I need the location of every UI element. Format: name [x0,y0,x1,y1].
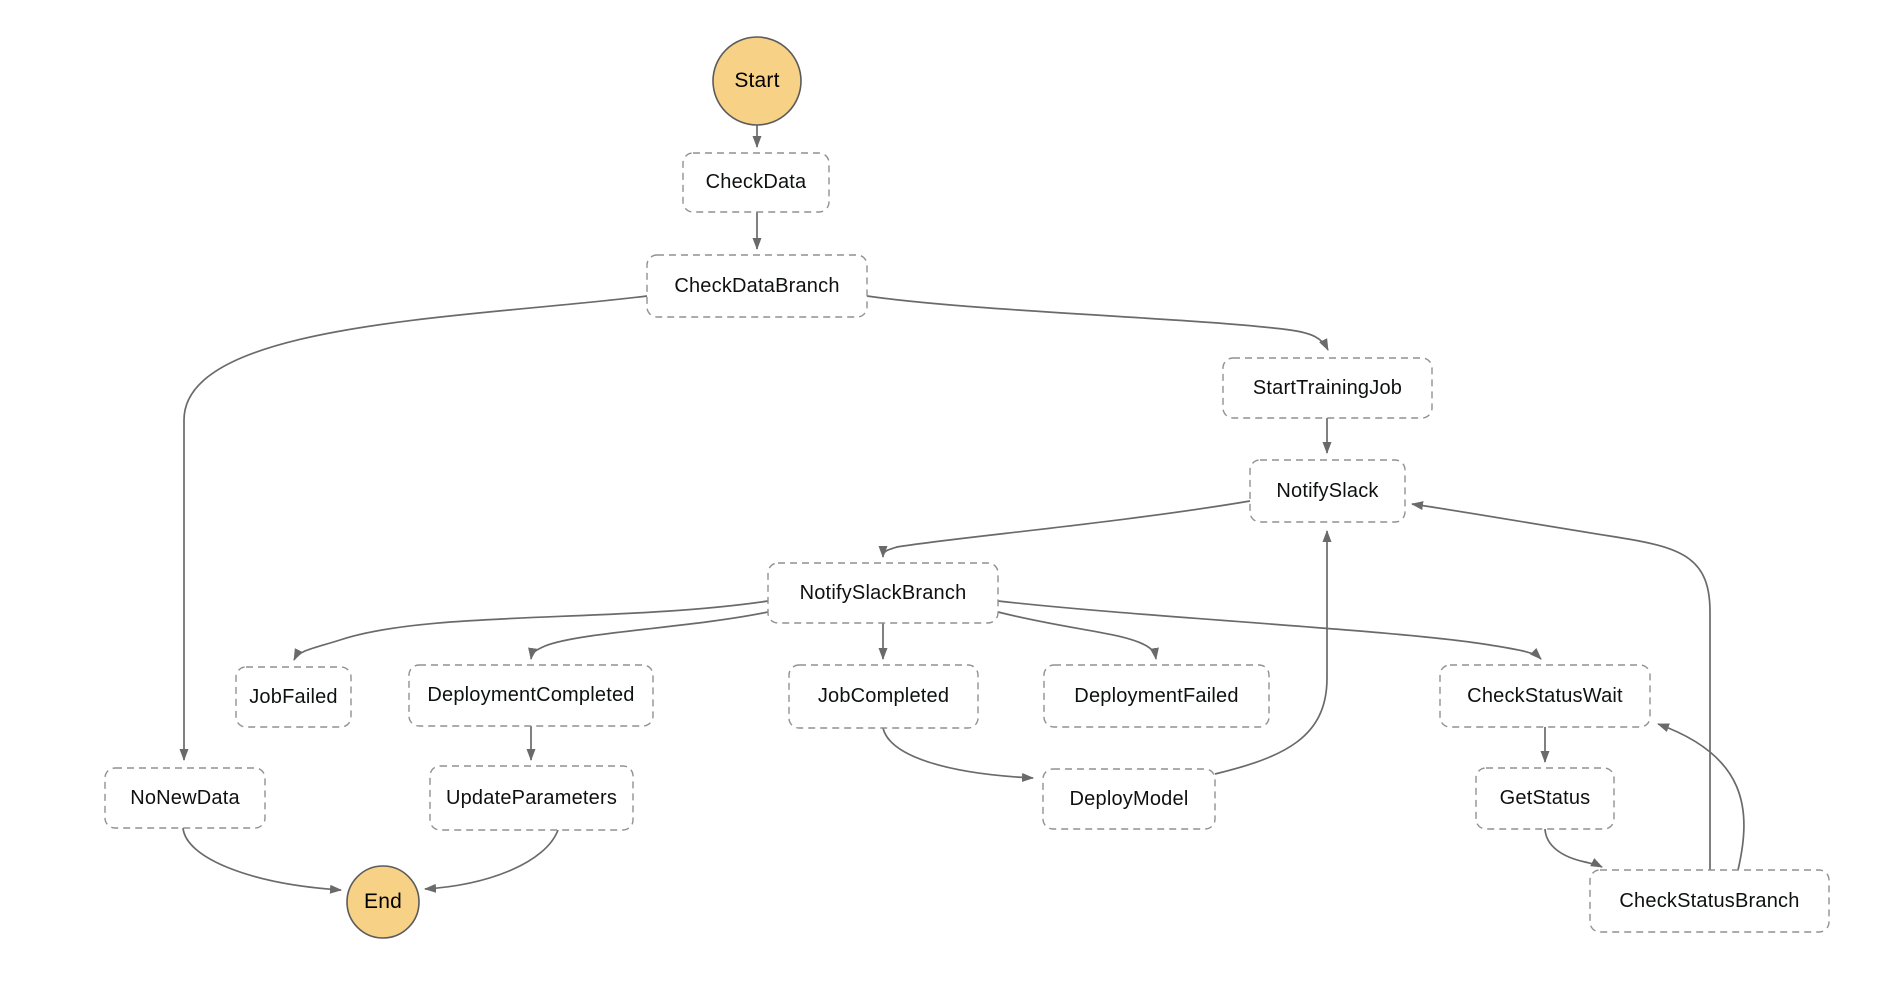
node-nonewdata[interactable]: NoNewData [130,786,240,809]
edge-notifyslackbranch-to-jobfailed [293,600,769,661]
node-notifyslack[interactable]: NotifySlack [1276,479,1379,502]
node-end: End [364,890,402,913]
node-notifyslackbranch[interactable]: NotifySlackBranch [799,581,967,604]
node-start: Start [734,69,780,92]
node-box-notifyslack [1249,459,1406,523]
edge-nonewdata-to-end [182,827,342,894]
node-starttrainingjob[interactable]: StartTrainingJob [1252,376,1403,399]
node-box-deploymodel [1042,768,1216,830]
node-checkdatabranch[interactable]: CheckDataBranch [674,274,840,297]
edge-notifyslackbranch-to-deploymentcompleted [528,611,769,660]
edge-notifyslackbranch-to-deploymentfailed [997,611,1159,660]
node-jobcompleted[interactable]: JobCompleted [817,685,950,707]
node-checkdata[interactable]: CheckData [705,171,807,193]
node-deploymentcompleted[interactable]: DeploymentCompleted [427,684,635,706]
node-box-jobcompleted [788,664,979,729]
node-getstatus[interactable]: GetStatus [1499,787,1591,809]
node-box-deploymentcompleted [408,664,654,727]
node-checkstatuswait[interactable]: CheckStatusWait [1467,684,1623,707]
edge-checkdatabranch-to-nonewdata [179,295,648,761]
edge-getstatus-to-checkstatusbranch [1544,828,1603,868]
node-updateparameters[interactable]: UpdateParameters [445,786,618,809]
node-box-checkdatabranch [646,254,868,318]
edge-deploymodel-to-notifyslack [1214,530,1332,775]
edge-notifyslack-to-notifyslackbranch [878,500,1251,558]
node-box-checkstatuswait [1439,664,1651,728]
edge-checkdatabranch-to-starttrainingjob [866,295,1329,351]
edge-notifyslackbranch-to-checkstatuswait [997,600,1542,660]
node-box-jobfailed [235,666,352,728]
node-circle-end [346,865,420,939]
node-checkstatusbranch[interactable]: CheckStatusBranch [1619,889,1800,912]
node-jobfailed[interactable]: JobFailed [249,685,338,708]
edge-jobcompleted-to-deploymodel [882,727,1034,782]
node-box-notifyslackbranch [767,562,999,624]
node-box-starttrainingjob [1222,357,1433,419]
node-box-nonewdata [104,767,266,829]
edge-checkstatusbranch-to-checkstatuswait [1657,723,1745,871]
node-box-checkstatusbranch [1589,869,1830,933]
node-box-updateparameters [429,765,634,831]
node-deploymodel[interactable]: DeployModel [1069,787,1189,810]
node-box-getstatus [1475,767,1615,830]
node-box-deploymentfailed [1043,664,1270,728]
node-circle-start [712,36,802,126]
edge-checkstatusbranch-to-notifyslack [1411,501,1711,870]
node-deploymentfailed[interactable]: DeploymentFailed [1074,684,1239,707]
edge-updateparameters-to-end [424,829,559,893]
node-box-checkdata [682,152,830,213]
